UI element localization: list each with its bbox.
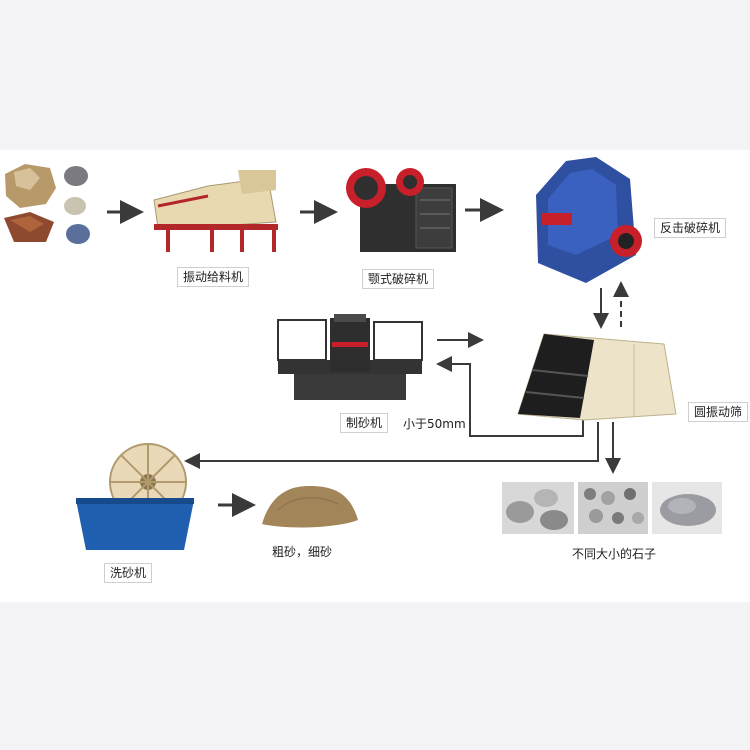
sand-maker-image: [277, 314, 423, 400]
jaw-crusher-image: [346, 168, 456, 252]
raw-rocks-image: [4, 164, 90, 244]
vibrating-feeder-image: [153, 170, 278, 252]
sand-washer-image: [76, 443, 194, 550]
arrow-screen-to-washer: [184, 422, 599, 469]
sand-pile-image: [262, 486, 358, 528]
impact-crusher-label: 反击破碎机: [654, 218, 727, 238]
size-note-label: 小于50mm: [403, 417, 466, 431]
arrow-screen-to-sandmaker: [436, 356, 584, 437]
stone-output-label: 不同大小的石子: [572, 547, 657, 561]
circular-screen-image: [517, 333, 677, 421]
stones-large-image: [502, 482, 574, 534]
circular-screen-label: 圆振动筛: [688, 402, 749, 422]
impact-crusher-image: [536, 157, 642, 283]
sand-maker-label: 制砂机: [340, 413, 389, 433]
sand-output-label: 粗砂，细砂: [272, 545, 333, 559]
jaw-crusher-label: 颚式破碎机: [362, 269, 435, 289]
sand-washer-label: 洗砂机: [104, 563, 153, 583]
vibrating-feeder-label: 振动给料机: [177, 267, 250, 287]
stones-medium-image: [578, 482, 648, 534]
stones-small-image: [652, 482, 722, 534]
